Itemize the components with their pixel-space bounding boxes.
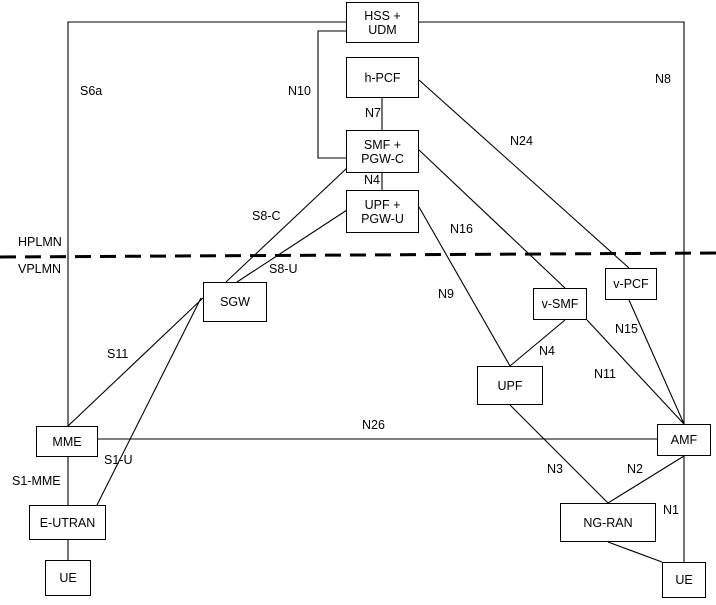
ng-ran-box: NG-RAN <box>560 503 656 542</box>
label-n4-top: N4 <box>364 173 380 187</box>
plmn-boundary-line <box>0 251 716 259</box>
mme-box: MME <box>36 426 98 457</box>
link-ngran-ue <box>607 541 663 563</box>
label-n4-bottom: N4 <box>539 344 555 358</box>
label-s6a: S6a <box>80 84 103 98</box>
amf-box: AMF <box>657 424 711 456</box>
ue-left-box: UE <box>45 560 91 596</box>
sgw-box: SGW <box>203 282 267 322</box>
link-n10 <box>317 30 346 159</box>
link-n4-bottom <box>509 319 566 367</box>
link-n2 <box>607 455 685 504</box>
link-n24 <box>418 79 630 269</box>
smf-pgw-c-box: SMF + PGW-C <box>346 130 419 173</box>
upf-pgw-u-box: UPF + PGW-U <box>346 190 419 233</box>
link-n9 <box>418 206 511 367</box>
h-pcf-box: h-PCF <box>346 57 419 98</box>
label-s1u: S1-U <box>104 453 133 467</box>
label-vplmn: VPLMN <box>18 262 62 276</box>
label-n8: N8 <box>655 72 671 86</box>
label-n9: N9 <box>438 287 454 301</box>
v-smf-box: v-SMF <box>533 288 587 320</box>
label-n15: N15 <box>615 322 638 336</box>
label-s8u: S8-U <box>269 262 298 276</box>
hss-udm-box: HSS + UDM <box>346 2 419 43</box>
link-n15 <box>628 299 685 425</box>
link-s6a <box>67 21 346 426</box>
link-s8u <box>236 209 348 283</box>
ue-right-box: UE <box>662 562 706 598</box>
link-n3 <box>509 404 609 504</box>
link-n16 <box>418 149 566 289</box>
label-n7: N7 <box>365 106 381 120</box>
link-n8 <box>419 21 685 424</box>
label-n3: N3 <box>547 462 563 476</box>
label-n10: N10 <box>288 84 311 98</box>
label-s1mme: S1-MME <box>12 474 61 488</box>
label-hplmn: HPLMN <box>18 235 62 249</box>
label-n1: N1 <box>663 503 679 517</box>
link-s8c <box>225 167 348 283</box>
label-n16: N16 <box>450 222 473 236</box>
label-s8c: S8-C <box>252 209 281 223</box>
label-n26: N26 <box>362 418 385 432</box>
upf-box: UPF <box>477 366 543 405</box>
link-n11 <box>586 319 685 425</box>
e-utran-box: E-UTRAN <box>29 505 106 540</box>
label-n2: N2 <box>627 462 643 476</box>
label-s11: S11 <box>107 347 129 361</box>
v-pcf-box: v-PCF <box>605 268 657 300</box>
label-n24: N24 <box>510 134 533 148</box>
link-s11 <box>67 297 204 427</box>
label-n11: N11 <box>594 367 617 381</box>
link-s1u <box>96 297 202 506</box>
